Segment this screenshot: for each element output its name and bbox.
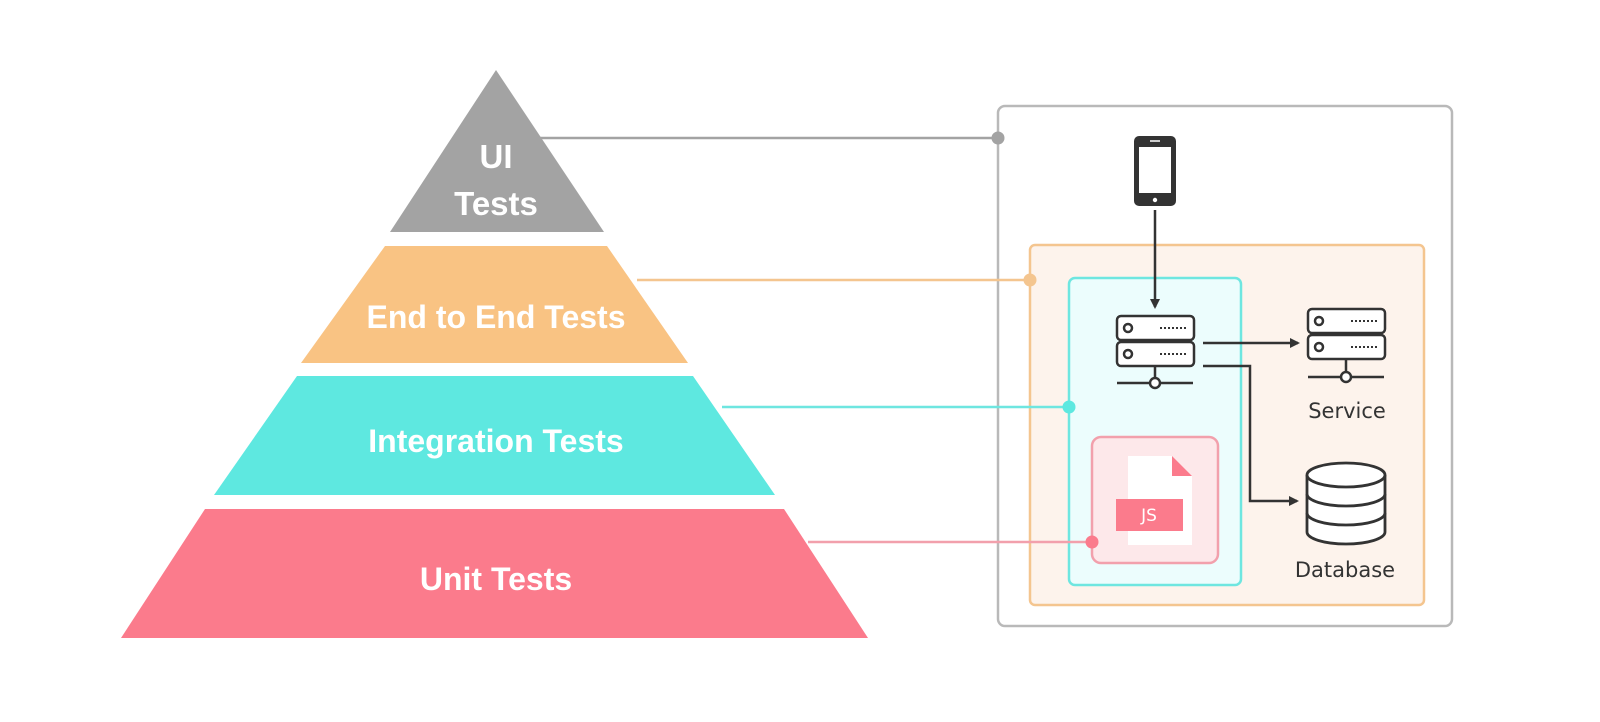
database-label: Database (1295, 558, 1395, 582)
integration-tests-tier (214, 376, 775, 495)
service-server-icon (1306, 307, 1387, 384)
unit-connector (808, 535, 1099, 549)
service-label: Service (1308, 399, 1386, 423)
js-file-icon (1116, 456, 1192, 545)
ui-connector (540, 131, 1005, 145)
ui-tests-label-line2: Tests (454, 185, 538, 222)
database-icon (1305, 461, 1387, 546)
integration-tests-label: Integration Tests (368, 423, 623, 459)
e2e-tests-tier (301, 246, 688, 363)
ui-tests-tier (390, 70, 604, 232)
server-icon (1115, 314, 1196, 390)
e2e-tests-label: End to End Tests (367, 299, 626, 335)
server-to-database-arrow (1203, 364, 1299, 506)
e2e-connector (637, 273, 1037, 287)
unit-tests-label: Unit Tests (420, 561, 572, 597)
integration-connector (722, 400, 1076, 414)
ui-tests-label-line1: UI (480, 138, 513, 175)
mobile-phone-icon (1134, 136, 1176, 206)
unit-tests-tier (121, 509, 868, 638)
js-badge-label: JS (1140, 506, 1157, 526)
